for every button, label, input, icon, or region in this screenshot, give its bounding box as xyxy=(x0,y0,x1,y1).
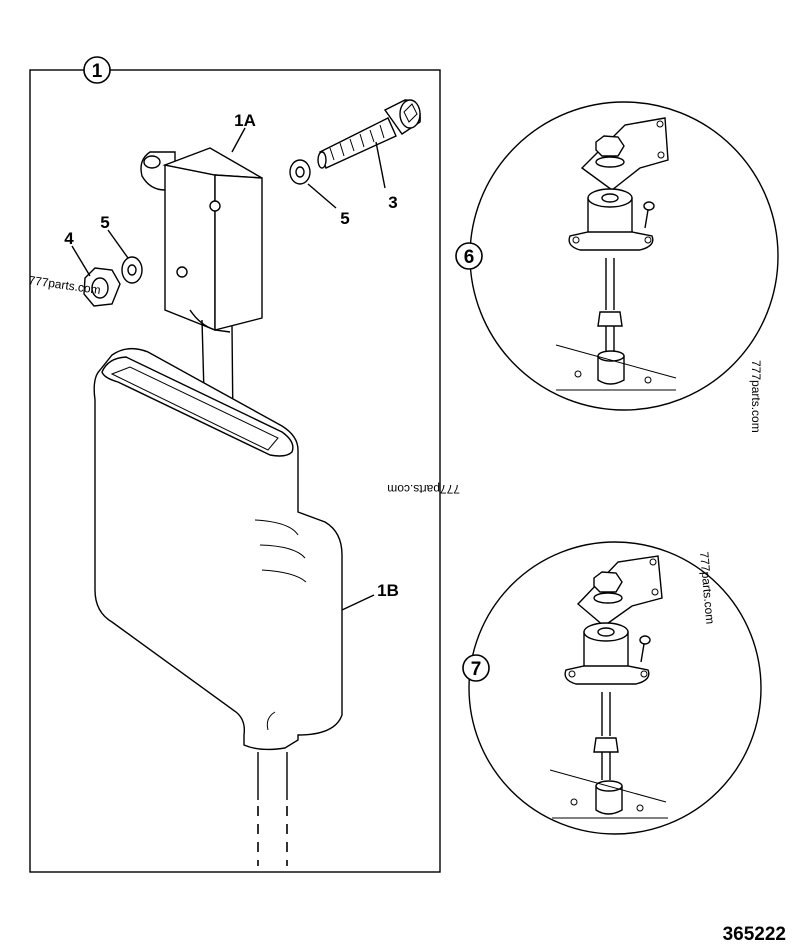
rubber-boot-1b xyxy=(93,347,343,751)
callout-7-balloon xyxy=(462,654,490,682)
callout-1: 1 xyxy=(83,56,111,84)
item-1-frame xyxy=(29,69,441,873)
detail-6: 6 777parts.com xyxy=(455,101,779,433)
watermark-detail-7: 777parts.com xyxy=(697,551,717,625)
drawing-number: 365222 xyxy=(723,924,786,945)
callout-1a: 1A xyxy=(234,111,256,130)
callout-6-balloon xyxy=(455,242,483,270)
watermark-middle: 777parts.com xyxy=(387,482,460,496)
callout-4: 4 xyxy=(64,229,74,248)
callout-5-upper: 5 xyxy=(340,209,349,228)
detail-7: 7 777parts.com xyxy=(462,541,762,835)
callout-3: 3 xyxy=(388,193,397,212)
switch-body-1a xyxy=(140,147,263,333)
callout-1b: 1B xyxy=(377,581,399,600)
nut-4 xyxy=(83,267,121,307)
leader-lines xyxy=(71,127,386,611)
callout-7: 7 xyxy=(471,659,482,680)
boot-cable xyxy=(257,752,288,866)
screw-3 xyxy=(317,99,421,169)
washer-5-upper xyxy=(289,159,311,185)
callout-6: 6 xyxy=(464,247,475,268)
washer-5-lower xyxy=(121,256,143,284)
callout-5-lower: 5 xyxy=(100,213,109,232)
svg-text:1: 1 xyxy=(92,61,103,82)
watermark-detail-6: 777parts.com xyxy=(749,360,763,433)
